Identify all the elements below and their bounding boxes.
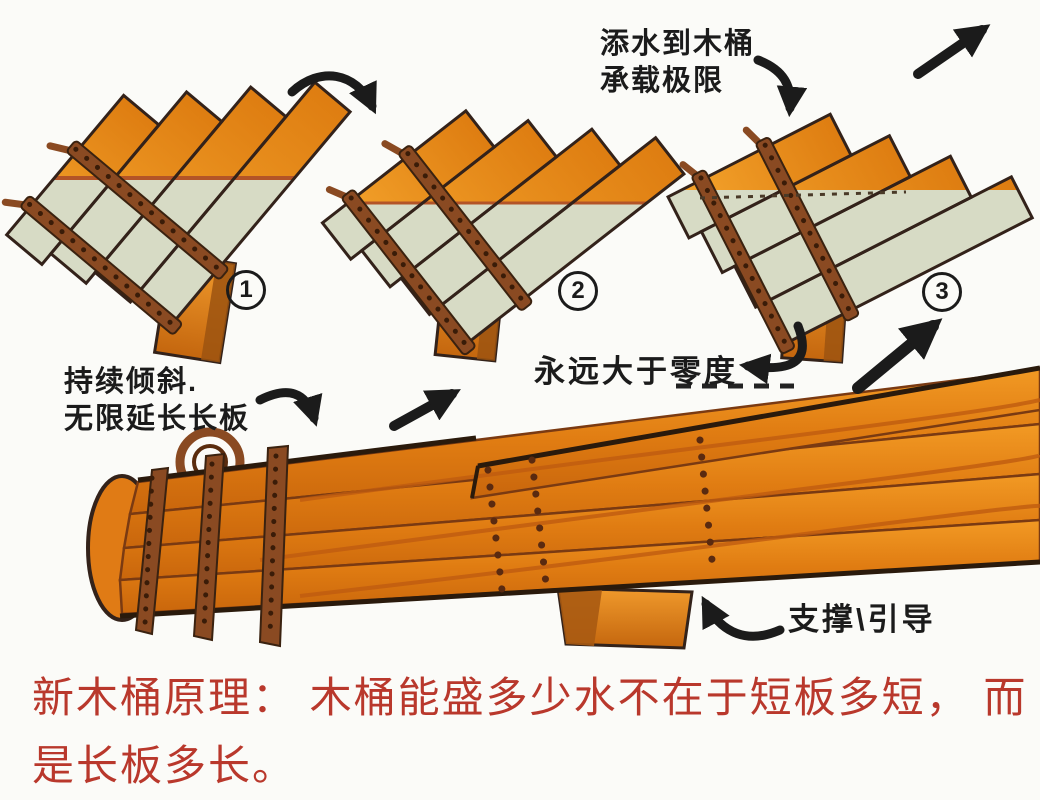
arrow-to-support-block <box>701 595 785 641</box>
caption-line1: 新木桶原理： 木桶能盛多少水不在于短板多短， 而 <box>32 674 1028 721</box>
label-support-guide: 支撑\引导 <box>788 602 936 637</box>
step-3-badge: 3 <box>922 272 962 312</box>
step-1-badge: 1 <box>226 270 266 310</box>
step-2-badge: 2 <box>558 271 598 311</box>
big-arrow-up-right <box>852 318 943 394</box>
arrow-capacity-to-step3 <box>753 55 808 118</box>
label-keep-tilting: 持续倾斜. 无限延长长板 <box>64 364 250 438</box>
straight-arrow-top-right <box>913 24 991 79</box>
curved-arrow-tilt <box>255 388 323 427</box>
curved-arrow-step1-to-step2 <box>287 71 377 115</box>
label-tilt-line1: 持续倾斜. <box>64 366 199 398</box>
support-block-long-barrel <box>556 586 694 650</box>
barrel-strap <box>20 140 229 335</box>
label-always-above-zero: 永远大于零度 <box>534 354 738 389</box>
barrel-strap <box>691 137 860 354</box>
long-barrel <box>86 365 1040 648</box>
barrel-hoop <box>134 444 290 648</box>
waterline-dashes <box>699 190 907 200</box>
label-tilt-line2: 无限延长长板 <box>64 403 251 436</box>
caption-line2: 是长板多长。 <box>32 742 297 789</box>
label-capacity-limit: 添水到木桶 承载极限 <box>600 26 755 100</box>
label-capacity-line2: 承载极限 <box>600 65 725 98</box>
straight-arrow-middle <box>389 389 461 431</box>
barrel-strap <box>341 145 533 356</box>
label-capacity-line1: 添水到木桶 <box>600 28 756 60</box>
curved-arrow-to-zero-label <box>738 321 807 385</box>
